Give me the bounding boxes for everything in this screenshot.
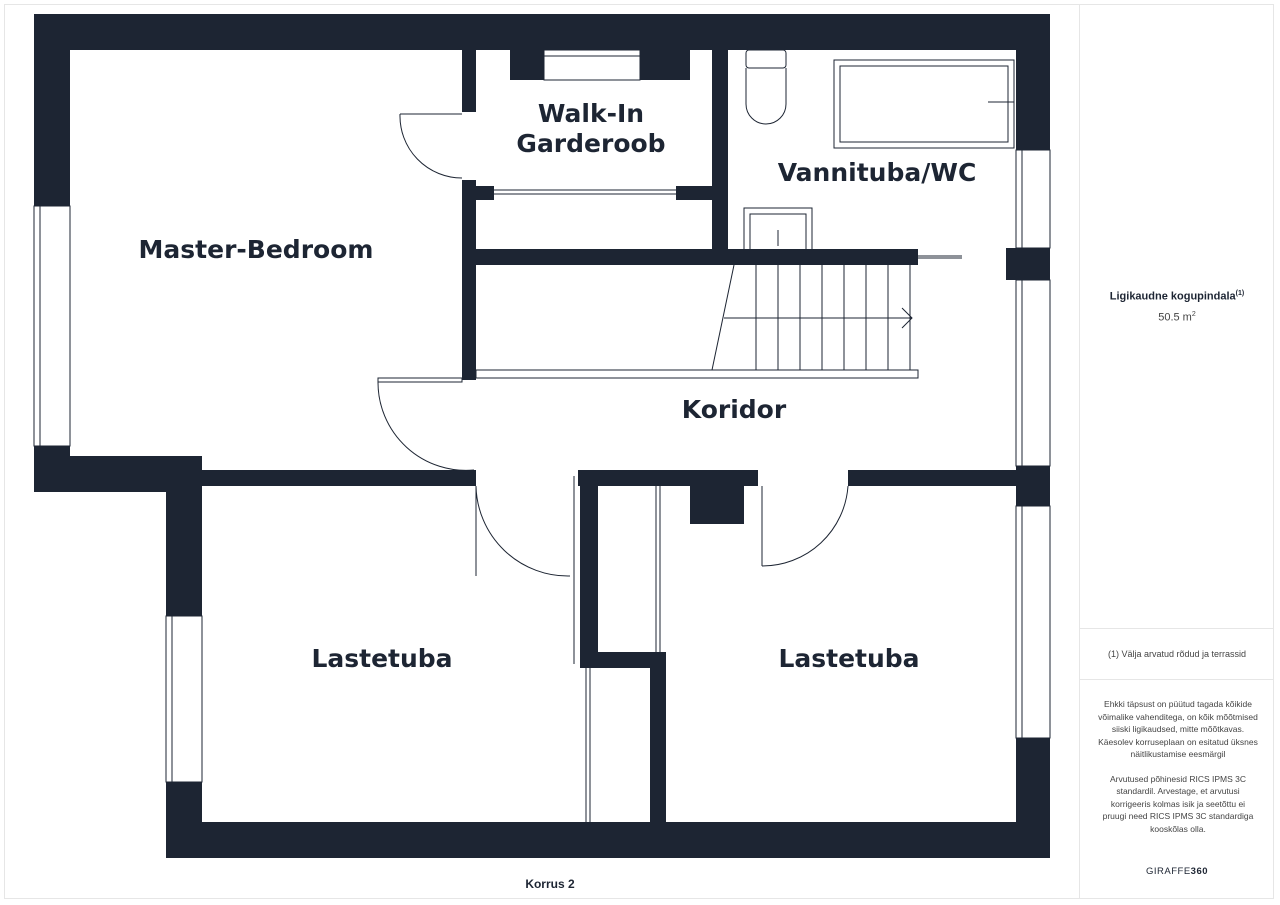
room-walk-in-line2: Garderoob <box>516 129 665 158</box>
wardrobe-rail <box>494 189 676 195</box>
room-kids-left: Lastetuba <box>311 644 452 673</box>
room-master-bedroom: Master-Bedroom <box>139 235 374 264</box>
doors <box>377 113 962 577</box>
area-title-ref: (1) <box>1235 290 1245 297</box>
closet-sliders <box>573 476 661 822</box>
area-unit-sup: 2 <box>1191 310 1196 318</box>
walls <box>34 14 1050 858</box>
floor-plan: Master-Bedroom Walk-In Garderoob Vannitu… <box>33 14 1051 858</box>
room-kids-right: Lastetuba <box>778 644 919 673</box>
area-summary: Ligikaudne kogupindala(1) 50.5 m2 <box>1080 290 1274 323</box>
disclaimer-text-2: Arvutused põhinesid RICS IPMS 3C standar… <box>1102 773 1254 834</box>
room-bathroom: Vannituba/WC <box>778 158 977 187</box>
divider <box>1080 628 1274 629</box>
floor-label: Korrus 2 <box>525 877 575 891</box>
disclaimer-text-1: Ehkki täpsust on püütud tagada kõikide v… <box>1098 699 1258 759</box>
info-sidebar: Ligikaudne kogupindala(1) 50.5 m2 (1) Vä… <box>1079 4 1274 899</box>
area-title: Ligikaudne kogupindala(1) <box>1109 290 1245 303</box>
room-corridor: Koridor <box>682 395 787 424</box>
windows <box>33 49 1051 783</box>
bathroom-fixtures <box>743 49 1015 251</box>
disclaimer: Ehkki täpsust on püütud tagada kõikide v… <box>1098 698 1258 847</box>
brand-logo: GIRAFFE360 <box>1145 866 1209 877</box>
room-walk-in-line1: Walk-In <box>538 99 644 128</box>
page-frame <box>4 4 1274 899</box>
divider <box>1080 679 1274 680</box>
room-labels: Master-Bedroom Walk-In Garderoob Vannitu… <box>139 99 977 673</box>
area-value: 50.5 m2 <box>1158 310 1196 324</box>
footnote: (1) Välja arvatud rõdud ja terrassid <box>1107 649 1247 659</box>
stairs <box>475 264 919 379</box>
